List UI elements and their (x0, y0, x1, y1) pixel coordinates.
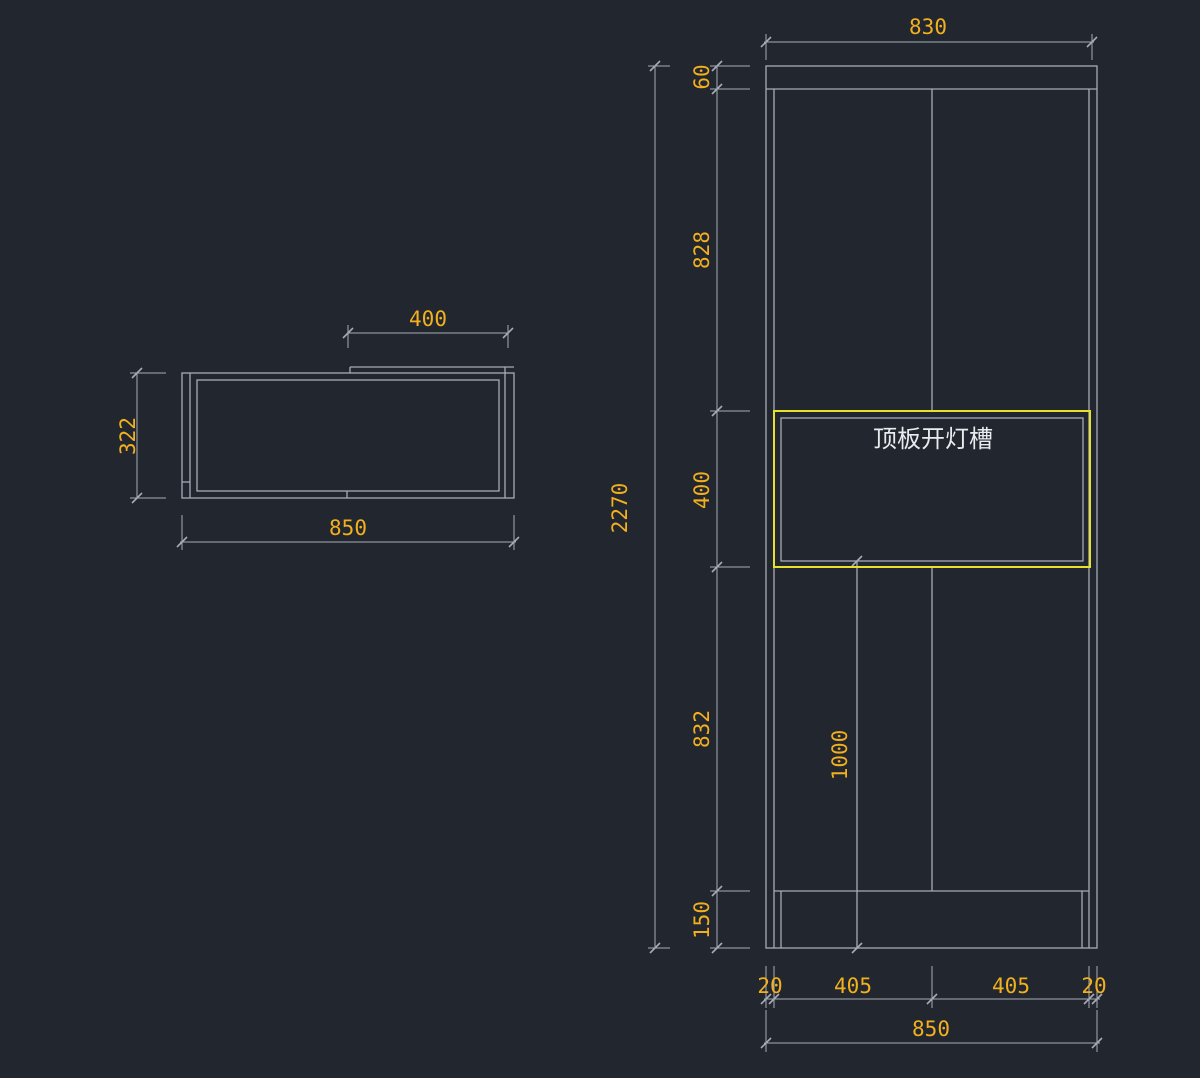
dim-tick (1091, 1037, 1103, 1049)
dim-tick (502, 327, 514, 339)
dim-tick (926, 993, 938, 1005)
dim-tick (176, 536, 188, 548)
dim-tick (131, 492, 143, 504)
dim-tick (768, 993, 780, 1005)
dim-tick (851, 942, 863, 954)
light-slot-note: 顶板开灯槽 (873, 425, 993, 453)
dim-text-lower: 832 (690, 710, 714, 748)
dim-tick (342, 327, 354, 339)
dim-tick (711, 561, 723, 573)
dim-tick (711, 83, 723, 95)
dim-text-bay-right: 405 (992, 974, 1030, 998)
dim-text-base: 150 (690, 901, 714, 939)
dim-tick (711, 885, 723, 897)
dim-tick (508, 536, 520, 548)
plan-view: 400 322 850 (116, 307, 520, 550)
dim-text-plan-width: 850 (329, 516, 367, 540)
light-slot-inner (780, 417, 1084, 562)
plan-outer-outline (181, 372, 515, 499)
cabinet-outline (765, 65, 1098, 949)
dim-text-bay-left: 405 (834, 974, 872, 998)
dim-text-bottom-width: 850 (912, 1017, 950, 1041)
dim-text-plan-depth: 322 (116, 417, 140, 455)
dim-tick (760, 993, 772, 1005)
dim-tick (649, 60, 661, 72)
dim-tick (1091, 993, 1103, 1005)
dim-tick (649, 942, 661, 954)
dim-tick (760, 36, 772, 48)
dim-text-plan-top: 400 (409, 307, 447, 331)
dim-text-top: 60 (690, 64, 714, 89)
dim-tick (131, 367, 143, 379)
dim-text-total-height: 2270 (608, 483, 632, 534)
dim-text-total-width: 830 (909, 15, 947, 39)
dim-text-upper: 828 (690, 231, 714, 269)
dim-tick (711, 60, 723, 72)
dim-tick (760, 1037, 772, 1049)
dim-text-side-right: 20 (1081, 974, 1106, 998)
dim-tick (1086, 36, 1098, 48)
dim-tick (711, 942, 723, 954)
plan-inner-outline (196, 379, 500, 492)
elevation-view: 1000 顶板开灯槽 830 2270 60 828 (608, 15, 1107, 1052)
dim-text-inner-height: 1000 (828, 730, 852, 781)
light-slot-highlight (773, 410, 1091, 568)
dim-tick (711, 405, 723, 417)
dim-tick (1083, 993, 1095, 1005)
dim-text-side-left: 20 (757, 974, 782, 998)
dim-text-middle: 400 (690, 471, 714, 509)
